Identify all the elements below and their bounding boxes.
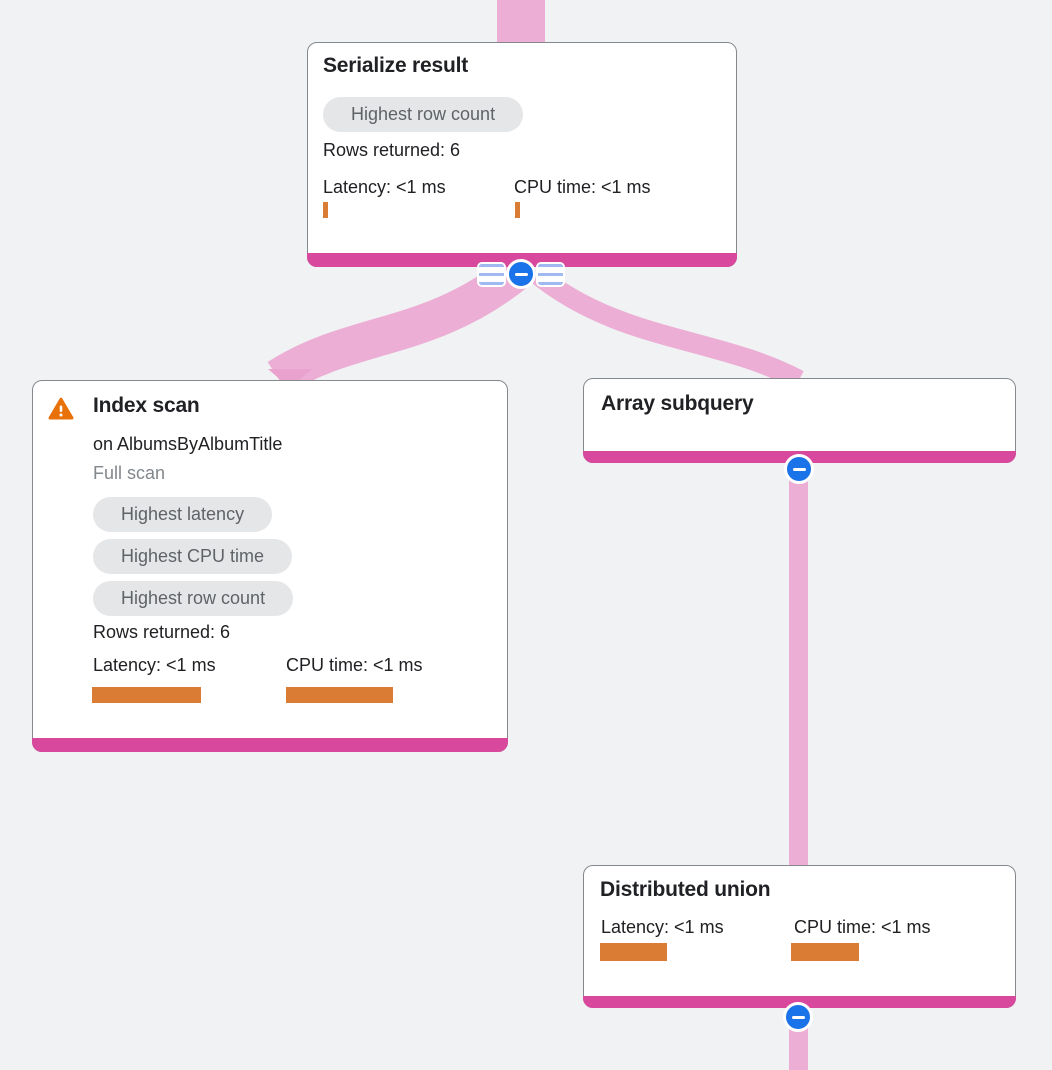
cpu-time-label: CPU time: <1 ms xyxy=(794,917,931,937)
collapse-button[interactable] xyxy=(506,259,536,289)
minus-icon xyxy=(514,272,528,276)
cpu-time-label: CPU time: <1 ms xyxy=(514,177,651,197)
cpu-time-bar xyxy=(791,943,859,961)
node-distributed-union[interactable]: Distributed union Latency: <1 ms CPU tim… xyxy=(583,865,1016,1008)
latency-label: Latency: <1 ms xyxy=(93,655,216,675)
badge-highest-cpu-time: Highest CPU time xyxy=(93,539,293,574)
rows-returned-label: Rows returned: 6 xyxy=(323,140,461,160)
collapse-button-distributed-union[interactable] xyxy=(783,1002,813,1032)
badge-highest-row-count: Highest row count xyxy=(93,581,294,616)
badge-highest-latency: Highest latency xyxy=(93,497,273,532)
node-title: Array subquery xyxy=(601,392,754,415)
minus-icon xyxy=(792,467,806,471)
node-index-scan[interactable]: Index scan on AlbumsByAlbumTitle Full sc… xyxy=(32,380,508,752)
node-serialize-result[interactable]: Serialize result Highest row count Rows … xyxy=(307,42,737,267)
latency-bar xyxy=(600,943,667,961)
edge-parent-to-serialize xyxy=(497,0,545,46)
cpu-time-bar xyxy=(286,687,393,703)
warning-icon xyxy=(48,397,74,426)
rows-returned-label: Rows returned: 6 xyxy=(93,622,231,642)
collapse-button-array-subquery[interactable] xyxy=(784,454,814,484)
latency-bar xyxy=(323,202,328,218)
latency-bar xyxy=(92,687,201,703)
cpu-time-bar xyxy=(515,202,520,218)
edge-serialize-to-array-subquery xyxy=(527,264,804,389)
stripe-decoration-left xyxy=(479,263,504,285)
node-subtitle: on AlbumsByAlbumTitle xyxy=(93,434,283,454)
minus-icon xyxy=(791,1015,805,1019)
cpu-time-label: CPU time: <1 ms xyxy=(286,655,423,675)
badge-highest-row-count: Highest row count xyxy=(323,97,524,132)
node-title: Index scan xyxy=(93,394,200,417)
latency-label: Latency: <1 ms xyxy=(601,917,724,937)
edge-arrowhead-index-scan xyxy=(268,369,312,388)
scan-mode-label: Full scan xyxy=(93,463,166,483)
node-title: Serialize result xyxy=(323,54,469,77)
collapse-control-serialize-result[interactable] xyxy=(479,259,563,289)
node-title: Distributed union xyxy=(600,878,771,901)
node-array-subquery[interactable]: Array subquery xyxy=(583,378,1016,463)
latency-label: Latency: <1 ms xyxy=(323,177,446,197)
stripe-decoration-right xyxy=(538,263,563,285)
edge-serialize-to-index-scan xyxy=(267,257,528,395)
node-accent-strip xyxy=(32,738,508,752)
